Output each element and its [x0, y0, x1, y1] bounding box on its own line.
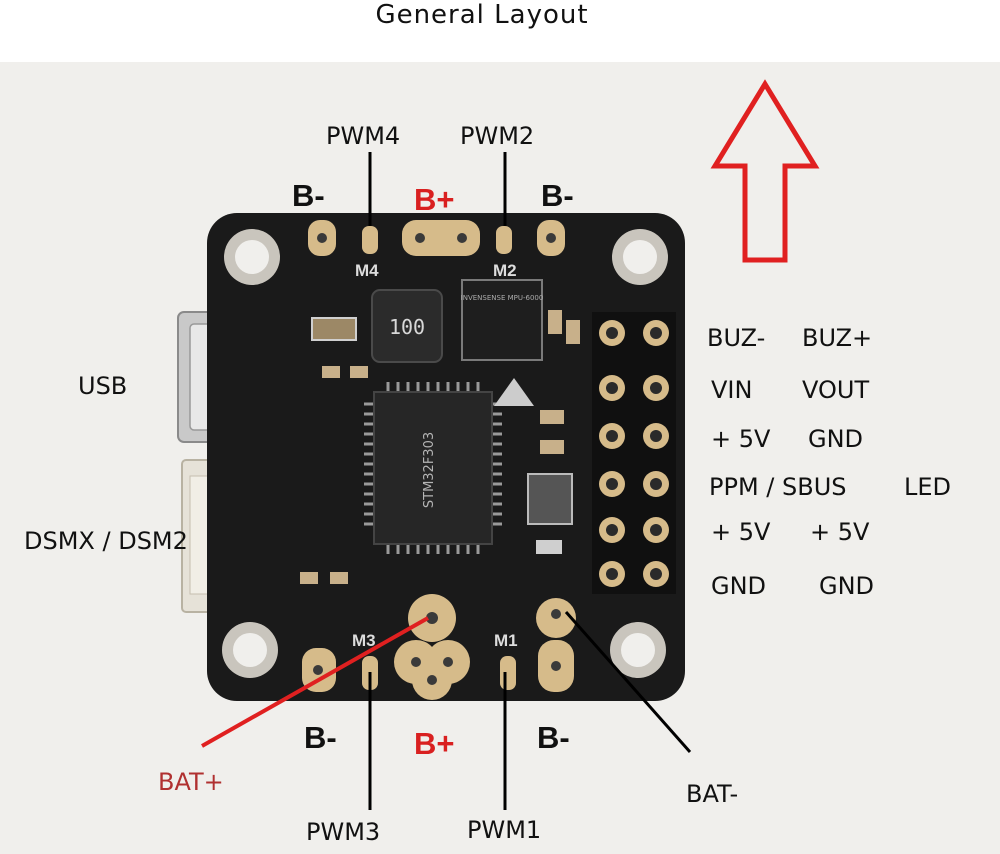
- inductor-marking: 100: [389, 315, 425, 339]
- top-pads: [308, 220, 565, 256]
- label-5v-row5-right: + 5V: [810, 518, 870, 546]
- label-pwm2: PWM2: [460, 122, 535, 150]
- mcu-pins: [364, 382, 502, 554]
- mcu-chip: [373, 391, 493, 545]
- imu-chip: [461, 279, 543, 361]
- label-top-b-minus-right: B-: [541, 178, 574, 213]
- imu-marking: INVENSENSE MPU-6000: [461, 294, 544, 302]
- label-bottom-b-minus-left: B-: [304, 720, 337, 755]
- label-dsmx: DSMX / DSM2: [24, 527, 188, 555]
- label-bat-plus: BAT+: [158, 768, 224, 796]
- leader-lines: [368, 152, 692, 810]
- label-bottom-b-minus-right: B-: [537, 720, 570, 755]
- label-vout: VOUT: [802, 376, 870, 404]
- label-top-b-minus-left: B-: [292, 178, 325, 213]
- silk-m4: M4: [355, 261, 379, 280]
- label-bat-minus: BAT-: [686, 780, 739, 808]
- label-gnd-row6-right: GND: [819, 572, 875, 600]
- label-buz-minus: BUZ-: [707, 324, 766, 352]
- direction-arrow-icon: [710, 79, 820, 263]
- label-usb: USB: [78, 372, 128, 400]
- mounting-holes: [222, 229, 668, 678]
- diagram-title: General Layout: [375, 0, 589, 30]
- label-gnd-row6-left: GND: [711, 572, 767, 600]
- silk-m2: M2: [493, 261, 517, 280]
- bat-plus-wire: [201, 616, 429, 748]
- silk-m3: M3: [352, 631, 376, 650]
- smd-components: [300, 310, 580, 584]
- label-5v-row3: + 5V: [711, 425, 771, 453]
- label-buz-plus: BUZ+: [802, 324, 873, 352]
- inductor: [371, 289, 443, 363]
- header-pins: [592, 312, 676, 594]
- label-ppm-sbus: PPM / SBUS: [709, 473, 847, 501]
- label-5v-row5-left: + 5V: [711, 518, 771, 546]
- label-vin: VIN: [711, 376, 753, 404]
- label-gnd-row3: GND: [808, 425, 864, 453]
- label-top-b-plus: B+: [414, 182, 455, 217]
- label-pwm1: PWM1: [467, 816, 542, 844]
- silk-m1: M1: [494, 631, 518, 650]
- mcu-marking: STM32F303: [422, 432, 437, 508]
- label-pwm4: PWM4: [326, 122, 401, 150]
- label-led: LED: [904, 473, 952, 501]
- label-bottom-b-plus: B+: [414, 726, 455, 761]
- label-pwm3: PWM3: [306, 818, 381, 846]
